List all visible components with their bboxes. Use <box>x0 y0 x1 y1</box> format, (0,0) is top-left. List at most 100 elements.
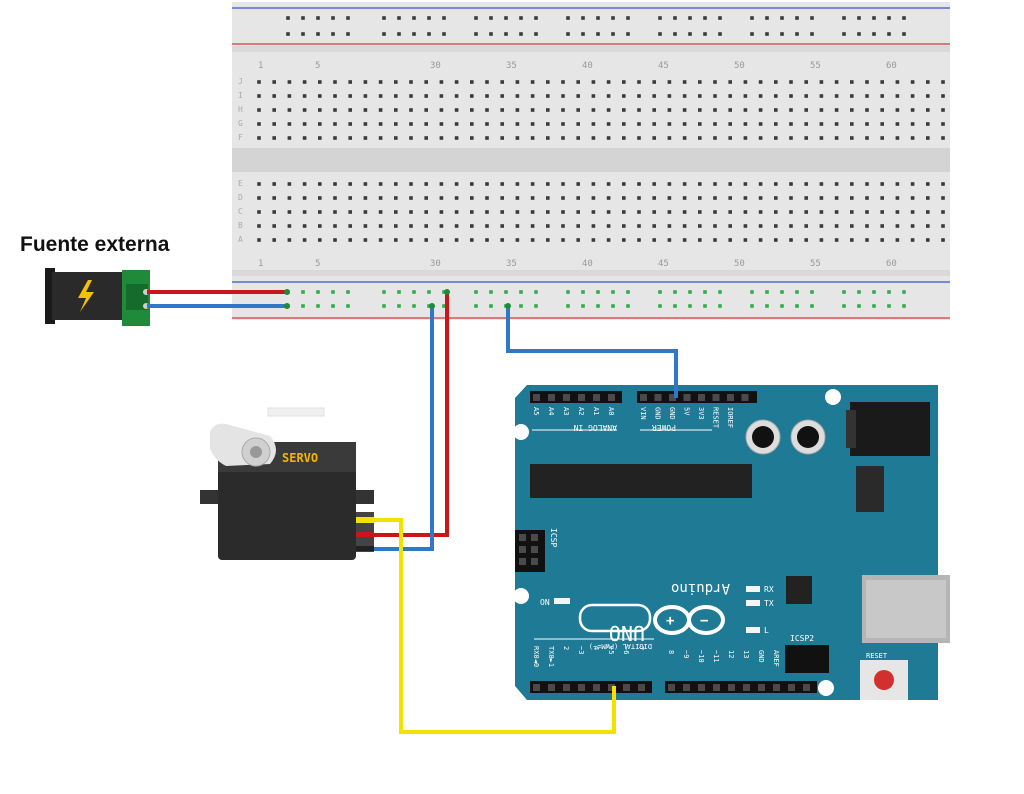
header-pin[interactable] <box>640 394 647 401</box>
breadboard-hole[interactable] <box>302 238 307 242</box>
breadboard-hole[interactable] <box>378 182 383 186</box>
breadboard-hole[interactable] <box>412 290 416 294</box>
breadboard-hole[interactable] <box>394 80 398 84</box>
breadboard-hole[interactable] <box>698 196 702 200</box>
breadboard-hole[interactable] <box>566 290 570 294</box>
breadboard-hole[interactable] <box>688 32 692 36</box>
breadboard-hole[interactable] <box>591 94 596 98</box>
breadboard-hole[interactable] <box>363 196 368 200</box>
breadboard-hole[interactable] <box>941 94 945 98</box>
header-pin[interactable] <box>593 394 600 401</box>
breadboard-hole[interactable] <box>581 304 585 308</box>
breadboard-hole[interactable] <box>626 304 630 308</box>
breadboard-hole[interactable] <box>842 16 846 20</box>
breadboard-hole[interactable] <box>652 108 656 112</box>
breadboard-hole[interactable] <box>850 196 854 200</box>
breadboard-hole[interactable] <box>865 80 869 84</box>
breadboard-hole[interactable] <box>750 16 754 20</box>
breadboard-hole[interactable] <box>581 16 585 20</box>
breadboard-hole[interactable] <box>667 196 672 200</box>
breadboard-hole[interactable] <box>743 238 748 242</box>
breadboard-hole[interactable] <box>561 182 565 186</box>
breadboard-hole[interactable] <box>810 32 814 36</box>
breadboard-hole[interactable] <box>622 136 626 140</box>
breadboard-hole[interactable] <box>637 108 641 112</box>
breadboard-hole[interactable] <box>424 238 428 242</box>
breadboard-hole[interactable] <box>606 108 611 112</box>
breadboard-hole[interactable] <box>611 16 615 20</box>
breadboard-hole[interactable] <box>397 16 401 20</box>
breadboard-hole[interactable] <box>591 238 596 242</box>
breadboard-hole[interactable] <box>409 136 413 140</box>
breadboard-hole[interactable] <box>713 224 717 228</box>
breadboard-hole[interactable] <box>424 182 428 186</box>
breadboard-hole[interactable] <box>439 80 444 84</box>
breadboard-hole[interactable] <box>515 80 520 84</box>
breadboard-hole[interactable] <box>591 136 596 140</box>
breadboard-hole[interactable] <box>774 182 778 186</box>
breadboard-hole[interactable] <box>765 304 769 308</box>
breadboard-hole[interactable] <box>331 290 335 294</box>
breadboard-hole[interactable] <box>515 182 520 186</box>
breadboard-hole[interactable] <box>333 224 337 228</box>
breadboard-hole[interactable] <box>454 238 459 242</box>
breadboard-hole[interactable] <box>530 238 535 242</box>
breadboard-hole[interactable] <box>728 80 732 84</box>
breadboard-hole[interactable] <box>530 224 535 228</box>
breadboard-hole[interactable] <box>880 224 884 228</box>
breadboard-hole[interactable] <box>363 210 368 214</box>
breadboard-hole[interactable] <box>926 196 930 200</box>
breadboard-hole[interactable] <box>819 108 824 112</box>
breadboard-hole[interactable] <box>622 94 626 98</box>
breadboard-hole[interactable] <box>576 136 580 140</box>
breadboard-hole[interactable] <box>561 196 565 200</box>
breadboard-hole[interactable] <box>409 122 413 126</box>
breadboard-hole[interactable] <box>576 224 580 228</box>
breadboard-hole[interactable] <box>591 196 596 200</box>
breadboard-hole[interactable] <box>652 94 656 98</box>
breadboard-hole[interactable] <box>581 290 585 294</box>
breadboard-hole[interactable] <box>895 182 900 186</box>
breadboard-hole[interactable] <box>412 32 416 36</box>
breadboard-hole[interactable] <box>515 224 520 228</box>
breadboard-hole[interactable] <box>667 224 672 228</box>
breadboard-hole[interactable] <box>667 238 672 242</box>
breadboard-hole[interactable] <box>865 238 869 242</box>
breadboard-hole[interactable] <box>534 32 538 36</box>
breadboard-hole[interactable] <box>880 182 884 186</box>
breadboard-hole[interactable] <box>546 94 550 98</box>
breadboard-hole[interactable] <box>750 32 754 36</box>
header-pin[interactable] <box>578 684 585 691</box>
breadboard-hole[interactable] <box>774 94 778 98</box>
breadboard-hole[interactable] <box>789 122 793 126</box>
breadboard-hole[interactable] <box>789 136 793 140</box>
breadboard-hole[interactable] <box>758 80 763 84</box>
breadboard-hole[interactable] <box>591 108 596 112</box>
breadboard-hole[interactable] <box>637 80 641 84</box>
breadboard-hole[interactable] <box>515 136 520 140</box>
breadboard-hole[interactable] <box>470 94 474 98</box>
breadboard-hole[interactable] <box>382 16 386 20</box>
breadboard-hole[interactable] <box>789 94 793 98</box>
breadboard-hole[interactable] <box>348 80 352 84</box>
breadboard-hole[interactable] <box>439 238 444 242</box>
breadboard-hole[interactable] <box>804 136 808 140</box>
breadboard-hole[interactable] <box>302 136 307 140</box>
breadboard-hole[interactable] <box>287 136 292 140</box>
breadboard-hole[interactable] <box>758 238 763 242</box>
breadboard-hole[interactable] <box>489 290 493 294</box>
breadboard-hole[interactable] <box>652 182 656 186</box>
header-pin[interactable] <box>608 394 615 401</box>
breadboard-hole[interactable] <box>758 182 763 186</box>
breadboard-hole[interactable] <box>713 136 717 140</box>
breadboard-hole[interactable] <box>363 224 368 228</box>
breadboard-hole[interactable] <box>534 290 538 294</box>
breadboard-hole[interactable] <box>424 196 428 200</box>
breadboard-hole[interactable] <box>673 290 677 294</box>
breadboard-hole[interactable] <box>611 290 615 294</box>
breadboard-hole[interactable] <box>409 108 413 112</box>
breadboard-hole[interactable] <box>485 80 489 84</box>
breadboard-hole[interactable] <box>348 136 352 140</box>
breadboard-hole[interactable] <box>652 238 656 242</box>
breadboard-hole[interactable] <box>682 210 687 214</box>
